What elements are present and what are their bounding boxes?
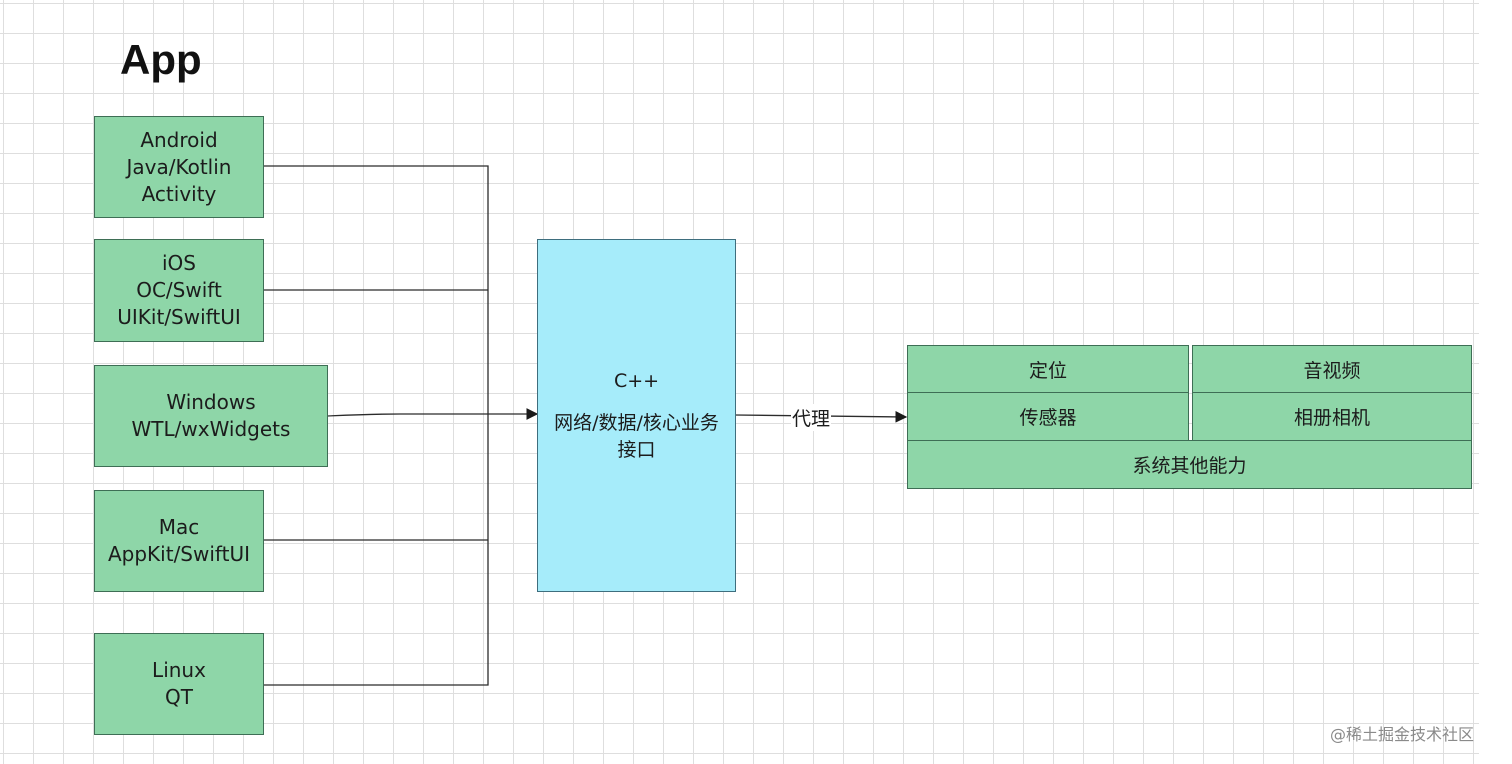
connector-android bbox=[263, 165, 489, 414]
capability-other-system: 系统其他能力 bbox=[907, 440, 1472, 489]
core-name: C++ bbox=[613, 369, 660, 392]
platform-windows-name: Windows bbox=[166, 390, 256, 414]
platform-windows-framework: WTL/wxWidgets bbox=[131, 417, 291, 441]
connector-linux bbox=[263, 414, 489, 686]
platform-android-box: Android Java/Kotlin Activity bbox=[94, 116, 264, 218]
platform-windows-box: Windows WTL/wxWidgets bbox=[94, 365, 328, 467]
platform-linux-framework: QT bbox=[165, 685, 193, 709]
capability-audio-video: 音视频 bbox=[1192, 345, 1472, 393]
platform-android-framework: Activity bbox=[141, 181, 217, 206]
capability-sensors: 传感器 bbox=[907, 392, 1189, 441]
platform-mac-name: Mac bbox=[158, 515, 200, 539]
core-description-line-2: 接口 bbox=[617, 438, 656, 461]
connector-windows bbox=[326, 413, 488, 417]
watermark: @稀土掘金技术社区 bbox=[1330, 725, 1475, 744]
platform-ios-framework: UIKit/SwiftUI bbox=[117, 305, 241, 329]
platform-ios-language: OC/Swift bbox=[136, 278, 222, 302]
proxy-label: 代理 bbox=[791, 404, 832, 431]
platform-linux-name: Linux bbox=[152, 658, 206, 682]
canvas-edge bbox=[1479, 0, 1512, 764]
page-title: App bbox=[120, 36, 202, 83]
core-description-line-1: 网络/数据/核心业务 bbox=[554, 411, 719, 434]
platform-mac-framework: AppKit/SwiftUI bbox=[107, 542, 250, 566]
platform-ios-name: iOS bbox=[162, 251, 196, 275]
platform-ios-box: iOS OC/Swift UIKit/SwiftUI bbox=[94, 239, 264, 342]
platform-android-name: Android bbox=[140, 127, 218, 152]
platform-linux-box: Linux QT bbox=[94, 633, 264, 735]
capability-album-camera: 相册相机 bbox=[1192, 392, 1472, 441]
platform-android-language: Java/Kotlin bbox=[126, 154, 232, 179]
capability-location: 定位 bbox=[907, 345, 1189, 393]
platform-mac-box: Mac AppKit/SwiftUI bbox=[94, 490, 264, 592]
core-cpp-box: C++ 网络/数据/核心业务 接口 bbox=[537, 239, 736, 592]
